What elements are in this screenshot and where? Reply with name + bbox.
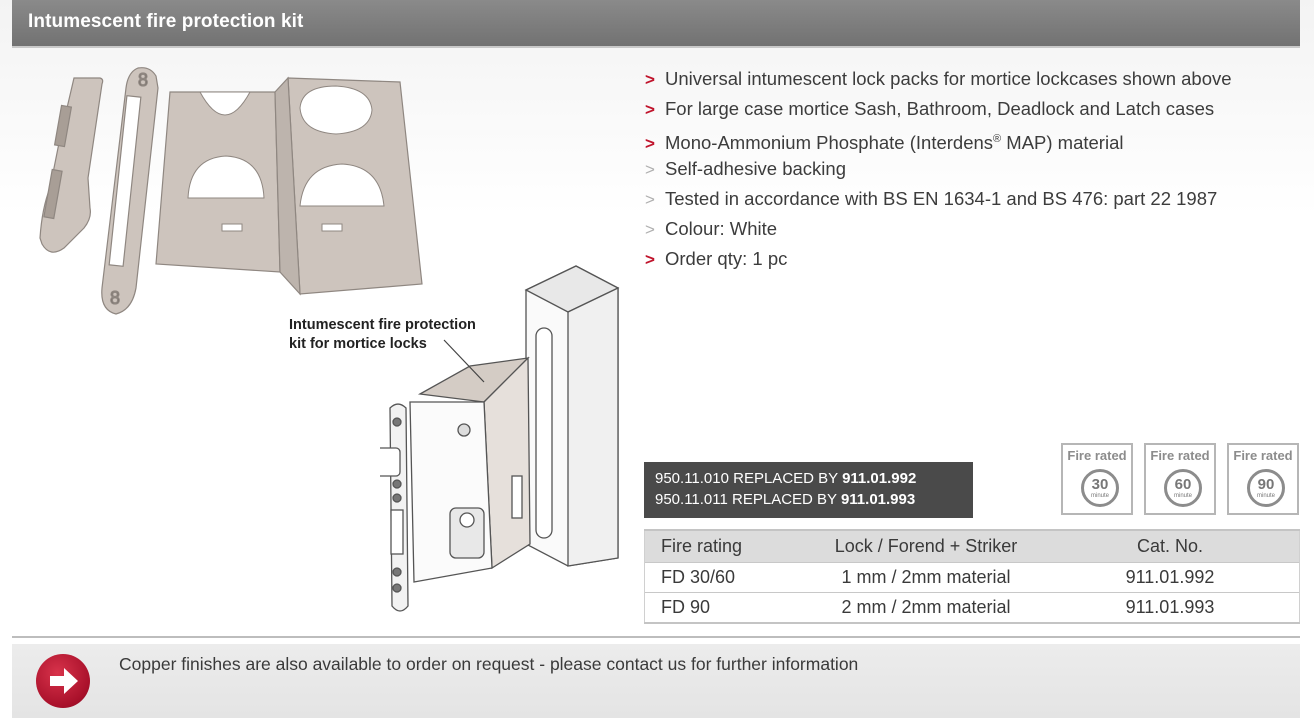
table-cell: FD 30/60 (644, 562, 811, 593)
svg-text:8: 8 (110, 288, 120, 308)
spec-table: Fire rating Lock / Forend + Striker Cat.… (644, 529, 1300, 624)
mortice-lock-illustration (380, 265, 620, 612)
footer-note: Copper finishes are also available to or… (12, 644, 1300, 718)
illustration-callout: Intumescent fire protection kit for mort… (289, 316, 476, 354)
table-header-row: Fire rating Lock / Forend + Striker Cat.… (644, 529, 1300, 563)
intumescent-kit-illustration: 8 8 (39, 67, 423, 315)
callout-line-2: kit for mortice locks (289, 336, 427, 352)
fire-rated-30-badge: Fire rated 30 minute (1061, 443, 1133, 515)
feature-item: >Self-adhesive backing (645, 154, 1232, 184)
table-row: FD 30/60 1 mm / 2mm material 911.01.992 (644, 562, 1300, 593)
footer-divider (12, 636, 1300, 638)
callout-line-1: Intumescent fire protection (289, 317, 476, 333)
bullet-arrow-icon: > (645, 70, 655, 89)
footer-text: Copper finishes are also available to or… (119, 654, 859, 674)
feature-item: >Order qty: 1 pc (645, 244, 1232, 274)
arrow-right-circle-icon (36, 654, 90, 708)
table-cell: FD 90 (644, 592, 811, 624)
table-cell: 1 mm / 2mm material (811, 562, 1041, 593)
section-header: Intumescent fire protection kit (12, 0, 1300, 48)
replacement-line: 950.11.011 REPLACED BY 911.01.993 (655, 491, 916, 508)
column-header: Lock / Forend + Striker (811, 529, 1041, 563)
flame-icon: 60 minute (1164, 469, 1202, 507)
bullet-arrow-icon: > (645, 134, 655, 154)
table-row: FD 90 2 mm / 2mm material 911.01.993 (644, 592, 1300, 624)
bullet-arrow-icon: > (645, 190, 655, 209)
bullet-arrow-icon: > (645, 250, 655, 269)
column-header: Fire rating (644, 529, 811, 563)
feature-item: >Colour: White (645, 214, 1232, 244)
table-cell: 911.01.993 (1041, 592, 1300, 624)
flame-icon: 30 minute (1081, 469, 1119, 507)
flame-icon: 90 minute (1247, 469, 1285, 507)
feature-item: >Mono-Ammonium Phosphate (Interdens® MAP… (645, 124, 1232, 154)
replacement-line: 950.11.010 REPLACED BY 911.01.992 (655, 470, 917, 487)
svg-text:8: 8 (138, 70, 148, 90)
column-header: Cat. No. (1041, 529, 1300, 563)
section-title: Intumescent fire protection kit (28, 11, 304, 32)
bullet-arrow-icon: > (645, 160, 655, 179)
fire-rated-90-badge: Fire rated 90 minute (1227, 443, 1299, 515)
replacement-notice: 950.11.010 REPLACED BY 911.01.992 950.11… (644, 462, 973, 518)
table-cell: 911.01.992 (1041, 562, 1300, 593)
bullet-arrow-icon: > (645, 220, 655, 239)
feature-item: >Tested in accordance with BS EN 1634-1 … (645, 184, 1232, 214)
feature-item: >Universal intumescent lock packs for mo… (645, 64, 1232, 94)
feature-item: >For large case mortice Sash, Bathroom, … (645, 94, 1232, 124)
bullet-arrow-icon: > (645, 100, 655, 119)
feature-list: >Universal intumescent lock packs for mo… (645, 64, 1232, 274)
fire-rated-60-badge: Fire rated 60 minute (1144, 443, 1216, 515)
table-cell: 2 mm / 2mm material (811, 592, 1041, 624)
